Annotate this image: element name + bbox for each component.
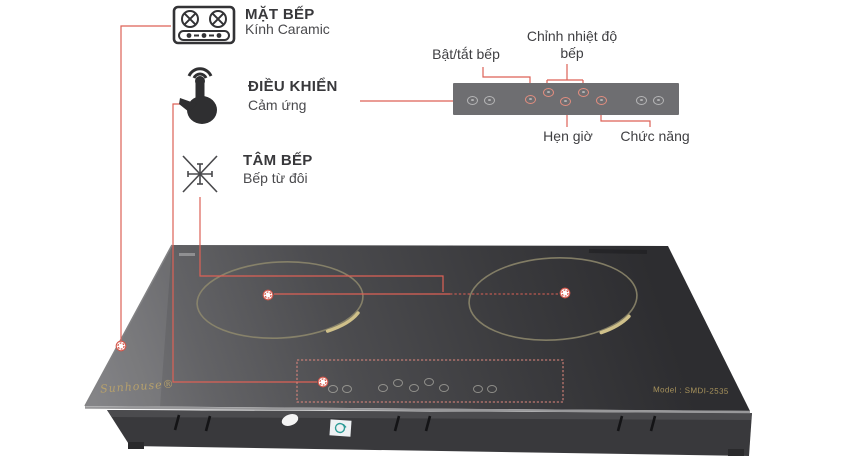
function-icon [595,95,607,105]
zone-indicator-icon [466,95,478,105]
left-ring-highlight [325,311,360,333]
touch-icon [179,67,217,124]
vent-slits [173,414,657,432]
marker-glass [115,340,127,352]
certification-sticker [329,419,352,437]
right-burner-ring [468,257,638,341]
feature-title-control: ĐIỀU KHIỂN [248,78,338,95]
label-function: Chức năng [620,128,690,144]
glass-markings [179,249,647,256]
temp-down-icon [542,87,554,97]
timer-icon [559,96,571,106]
zone-indicator-icon [635,95,647,105]
feature-subtitle-burner: Bếp từ đôi [243,170,308,186]
cooktop-base [107,410,752,456]
right-ring-highlight [599,314,631,335]
zone-indicator-icon [652,95,664,105]
left-burner-ring [196,261,364,339]
label-timer: Hẹn giờ [543,128,593,144]
control-zone-outline [296,359,564,403]
glass-control-buttons [328,378,497,393]
stove-icon [172,5,236,45]
feature-subtitle-surface: Kính Caramic [245,21,330,37]
glass-front-edge [84,406,751,414]
left-foot [128,442,144,449]
control-strip-zoom [453,83,679,115]
zone-indicator-icon [483,95,495,105]
oval-sticker [281,414,299,426]
burner-rings [196,257,638,341]
feature-subtitle-control: Cảm ứng [248,97,307,113]
feature-title-burner: TÂM BẾP [243,152,313,169]
label-temperature: Chỉnh nhiệt độ bếp [526,28,618,61]
glass-left-edge [84,244,173,407]
marker-left-burner [262,289,274,301]
feature-title-surface: MẶT BẾP [245,6,315,23]
label-power: Bật/tắt bếp [432,46,500,62]
target-markers [115,287,571,388]
temp-up-icon [577,87,589,97]
connector-lines [120,25,651,383]
base-top-strip [107,410,752,420]
marker-controls [317,376,329,388]
right-foot [728,449,744,456]
marker-right-burner [559,287,571,299]
burner-center-icon [182,155,218,193]
power-icon [524,94,536,104]
glass-surface [85,245,750,411]
model-label: Model : SMDI-2535 [652,385,729,396]
